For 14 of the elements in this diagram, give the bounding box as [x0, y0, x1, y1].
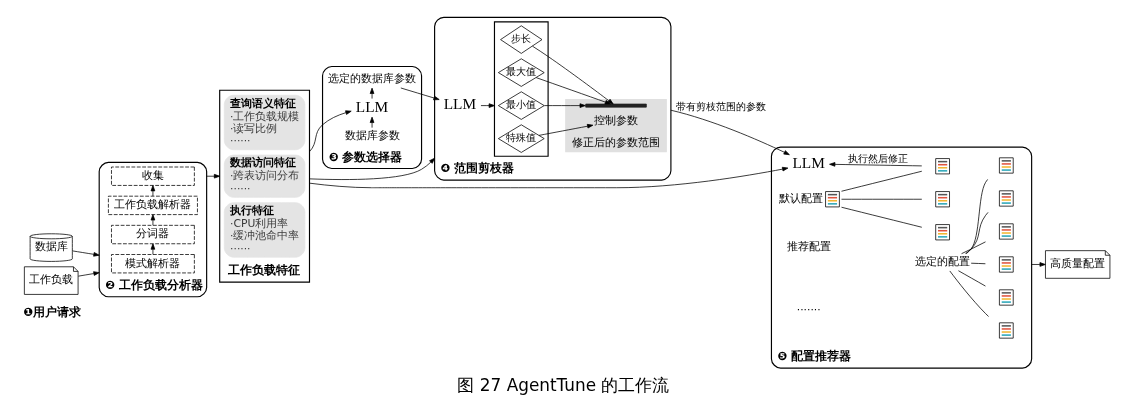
node-text: 数据库参数 — [344, 129, 400, 143]
label: ❶用户请求 — [23, 304, 81, 319]
node-text: LLM — [443, 95, 477, 113]
node-text: LLM — [355, 97, 389, 115]
node-text: LLM — [792, 153, 825, 171]
label: ······· — [796, 303, 821, 317]
edge-label: 执行然后修正 — [847, 152, 908, 164]
node-label: 默认配置 — [778, 192, 823, 206]
node-text: 选定的数据库参数 — [328, 72, 417, 86]
caption: 图 27 AgentTune 的工作流 — [457, 374, 670, 395]
label: 推荐配置 — [786, 240, 831, 254]
node-text: 控制参数 — [594, 113, 639, 127]
edge-label: 带有剪枝范围的参数 — [676, 100, 767, 112]
node-text: 选定的配置 — [915, 255, 971, 269]
